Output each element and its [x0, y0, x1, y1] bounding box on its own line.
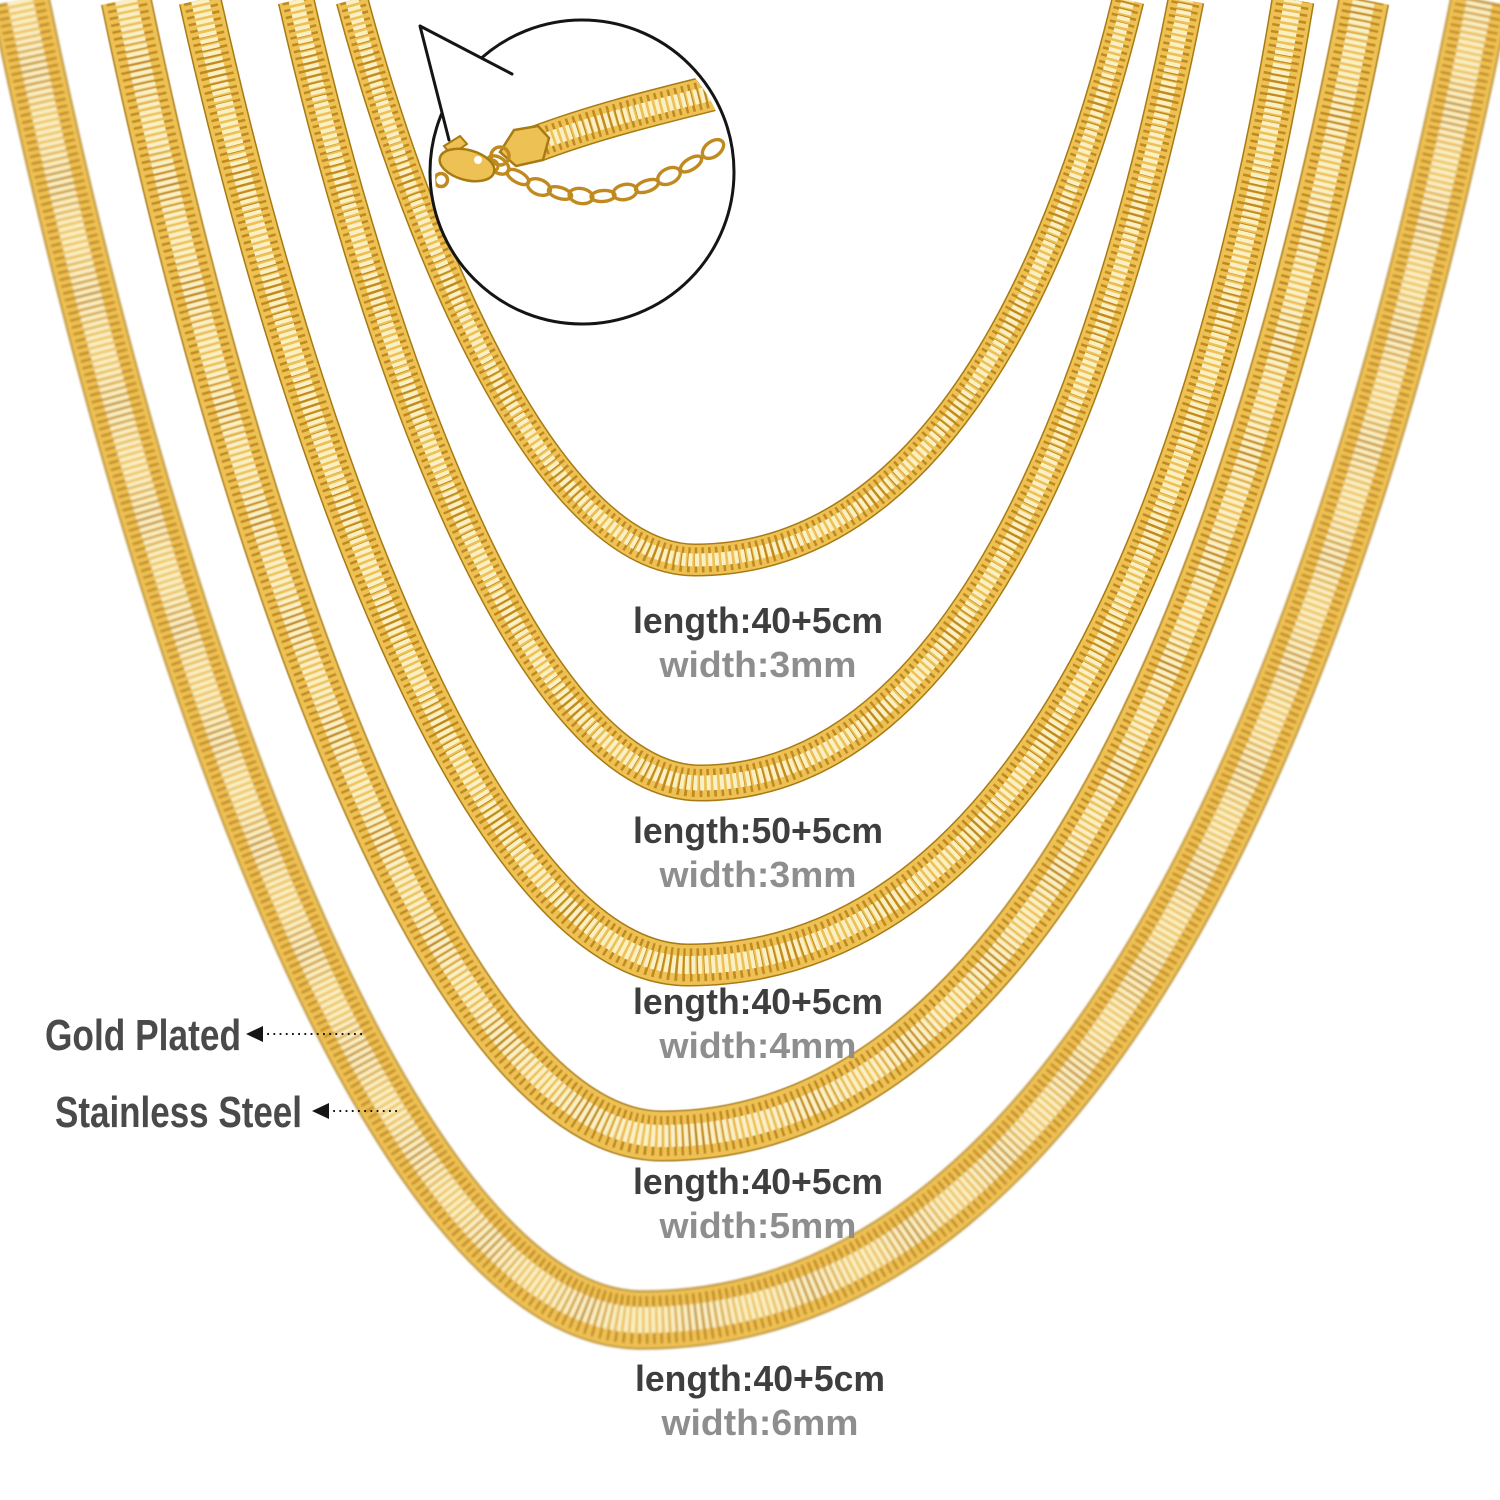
size-labels: length:40+5cm width:3mm length:50+5cm wi… — [633, 600, 885, 1443]
jump-ring — [489, 145, 511, 167]
size-label-5-width: width:6mm — [660, 1402, 858, 1443]
material-label-stainless-steel: Stainless Steel — [55, 1088, 302, 1137]
size-label-3-width: width:4mm — [658, 1025, 856, 1066]
size-label-4-width: width:5mm — [658, 1205, 856, 1246]
material-labels: Gold Plated Stainless Steel — [45, 1011, 400, 1137]
chain-end-connector — [498, 124, 551, 168]
gold-plated-arrow-icon — [246, 1026, 263, 1042]
bubble-tail — [418, 24, 514, 142]
size-label-1-width: width:3mm — [658, 644, 856, 685]
size-label-2-length: length:50+5cm — [633, 810, 883, 851]
clasp-detail — [435, 86, 741, 206]
size-label-5-length: length:40+5cm — [635, 1358, 885, 1399]
stainless-steel-arrow-icon — [312, 1103, 329, 1119]
size-label-5: length:40+5cm width:6mm — [635, 1358, 885, 1443]
lobster-clasp — [435, 134, 496, 189]
size-label-1-length: length:40+5cm — [633, 600, 883, 641]
size-label-2: length:50+5cm width:3mm — [633, 810, 883, 895]
material-label-gold-plated: Gold Plated — [45, 1011, 241, 1060]
size-label-1: length:40+5cm width:3mm — [633, 600, 883, 685]
size-label-3: length:40+5cm width:4mm — [633, 981, 883, 1066]
size-label-4-length: length:40+5cm — [633, 1161, 883, 1202]
size-label-3-length: length:40+5cm — [633, 981, 883, 1022]
size-label-2-width: width:3mm — [658, 854, 856, 895]
callout-bubble — [418, 18, 741, 326]
size-label-4: length:40+5cm width:5mm — [633, 1161, 883, 1246]
